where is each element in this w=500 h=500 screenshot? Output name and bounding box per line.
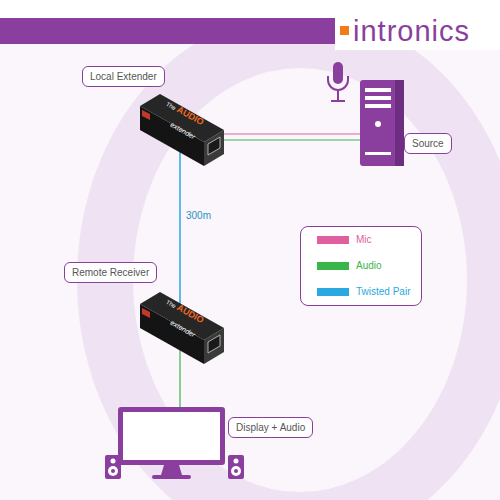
speaker-tweeter [111, 459, 116, 464]
pc-slot [365, 104, 391, 108]
audio-extender-device: TheAUDIOextender [130, 290, 226, 366]
speaker-box [228, 455, 244, 479]
pc-slot [365, 96, 391, 100]
audio-extender-device: TheAUDIOextender [130, 92, 226, 168]
mic-holder [328, 76, 348, 90]
label-box: Source [404, 133, 452, 154]
speaker-woofer [108, 466, 118, 476]
device-node: Display + Audio [100, 403, 310, 483]
speaker-woofer [231, 466, 241, 476]
mic-base [331, 100, 345, 102]
brand-logo: intronics [353, 17, 470, 46]
pc-slot [365, 88, 391, 92]
pc-button [375, 121, 381, 127]
rj45-port [208, 335, 220, 353]
legend-text: Audio [356, 261, 382, 271]
extender-badge [142, 110, 150, 120]
speaker-cone [111, 469, 115, 473]
label-box: Display + Audio [228, 417, 313, 438]
label-box: Local Extender [82, 66, 165, 87]
speaker-cone [234, 469, 238, 473]
device-node: TheAUDIOextenderRemote Receiver [64, 262, 209, 366]
monitor-base [152, 475, 191, 479]
monitor-screen [123, 412, 220, 460]
extender-top [140, 292, 224, 340]
cable-line [179, 152, 181, 304]
mic-capsule [333, 62, 343, 84]
rj45-port [208, 137, 220, 155]
legend-text: Twisted Pair [356, 287, 410, 297]
cable-line [224, 133, 360, 134]
source-computer [360, 80, 404, 166]
pc-vent [365, 152, 391, 155]
watermark-ring [105, 40, 495, 500]
legend-swatch [317, 236, 349, 244]
cable-length: 300m [186, 211, 211, 221]
logo-ground [335, 14, 500, 50]
cable-line [224, 139, 360, 140]
monitor-neck [161, 465, 182, 475]
legend-swatch [317, 262, 349, 270]
monitor-frame [118, 407, 225, 465]
cable-line [179, 350, 180, 407]
display-with-speakers [100, 403, 250, 483]
legend-text: Mic [356, 235, 372, 245]
device-print-text: The [165, 299, 177, 309]
pc-side [395, 80, 404, 166]
device-print-text: The [165, 101, 177, 111]
header-band [0, 18, 335, 44]
speaker-tweeter [234, 459, 239, 464]
device-node: Source [360, 80, 452, 170]
pc-tower [360, 80, 404, 166]
extender-badge [142, 308, 150, 318]
mic-stem [337, 90, 339, 100]
legend-swatch [317, 288, 349, 296]
logo-square [340, 26, 349, 35]
extender-top [140, 94, 224, 142]
device-node: TheAUDIOextender Local Extender [82, 66, 227, 170]
legend-box: MicAudioTwisted Pair [300, 226, 422, 306]
label-box: Remote Receiver [64, 262, 157, 283]
